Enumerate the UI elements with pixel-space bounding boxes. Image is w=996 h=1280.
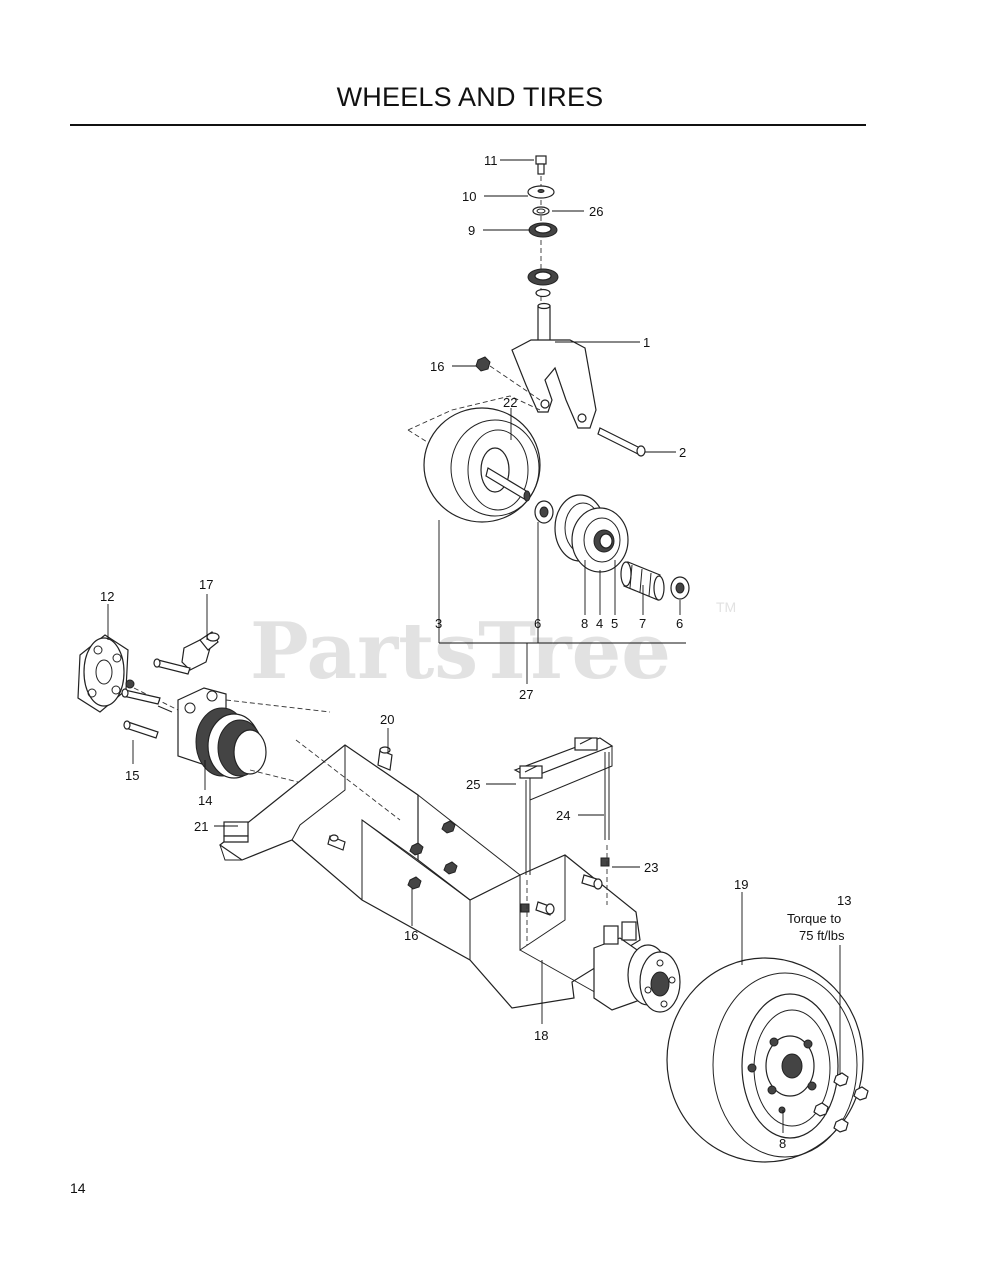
nut-16-top	[475, 356, 491, 372]
drive-tire-19	[666, 957, 864, 1163]
callout-7: 7	[639, 616, 646, 631]
callout-1: 1	[643, 335, 650, 350]
callout-16-frame: 16	[404, 928, 418, 943]
caster-rim	[554, 494, 629, 573]
callout-13: 13	[837, 893, 851, 908]
callout-6-right: 6	[676, 616, 683, 631]
callout-8-tire: 8	[779, 1136, 786, 1151]
callout-14: 14	[198, 793, 212, 808]
caster-tire-3	[423, 407, 541, 523]
callout-6-left: 6	[534, 616, 541, 631]
callout-11: 11	[484, 153, 498, 168]
watermark-trademark: TM	[716, 599, 736, 615]
callout-21: 21	[194, 819, 208, 834]
bolts-15	[121, 658, 191, 739]
callout-10: 10	[462, 189, 476, 204]
caster-assembly	[407, 155, 646, 457]
page-number: 14	[70, 1180, 86, 1196]
caster-fork	[511, 339, 597, 429]
frame-18	[218, 744, 641, 1009]
washer-26	[532, 206, 550, 216]
callout-15: 15	[125, 768, 139, 783]
callout-23: 23	[644, 860, 658, 875]
callout-25: 25	[466, 777, 480, 792]
wheel-hub-12	[77, 634, 191, 717]
torque-note-line-2: 75 ft/lbs	[799, 928, 845, 943]
callout-22: 22	[503, 395, 517, 410]
callout-8-rim: 8	[581, 616, 588, 631]
callout-27: 27	[519, 687, 533, 702]
watermark-text: PartsTree	[250, 606, 671, 697]
rods-24	[525, 752, 610, 945]
callout-26: 26	[589, 204, 603, 219]
torque-note-line-1: Torque to	[787, 911, 841, 926]
callout-24: 24	[556, 808, 570, 823]
bolt-11	[535, 155, 547, 165]
callout-2: 2	[679, 445, 686, 460]
callout-numbers: 11 10 26 9 1 16 22 2 3 6 8 4 5 7 6 27 12…	[100, 153, 851, 1151]
callout-12: 12	[100, 589, 114, 604]
callout-3: 3	[435, 616, 442, 631]
fitting-17	[181, 631, 220, 671]
page-title: WHEELS AND TIRES	[336, 82, 604, 112]
leader-lines	[107, 159, 841, 1133]
callout-4: 4	[596, 616, 603, 631]
frame-bolts	[327, 746, 610, 916]
axle-bolt-2	[597, 427, 641, 455]
callout-18: 18	[534, 1028, 548, 1043]
hydraulic-wheel-motor-14	[157, 687, 267, 779]
title-rule	[70, 124, 866, 126]
callout-5: 5	[611, 616, 618, 631]
callout-17: 17	[199, 577, 213, 592]
right-hub-assembly	[593, 921, 681, 1013]
roller-bearing-7	[620, 561, 665, 601]
callout-19: 19	[734, 877, 748, 892]
callout-9: 9	[468, 223, 475, 238]
lug-nuts-13	[813, 1072, 869, 1133]
callout-20: 20	[380, 712, 394, 727]
callout-16-top: 16	[430, 359, 444, 374]
